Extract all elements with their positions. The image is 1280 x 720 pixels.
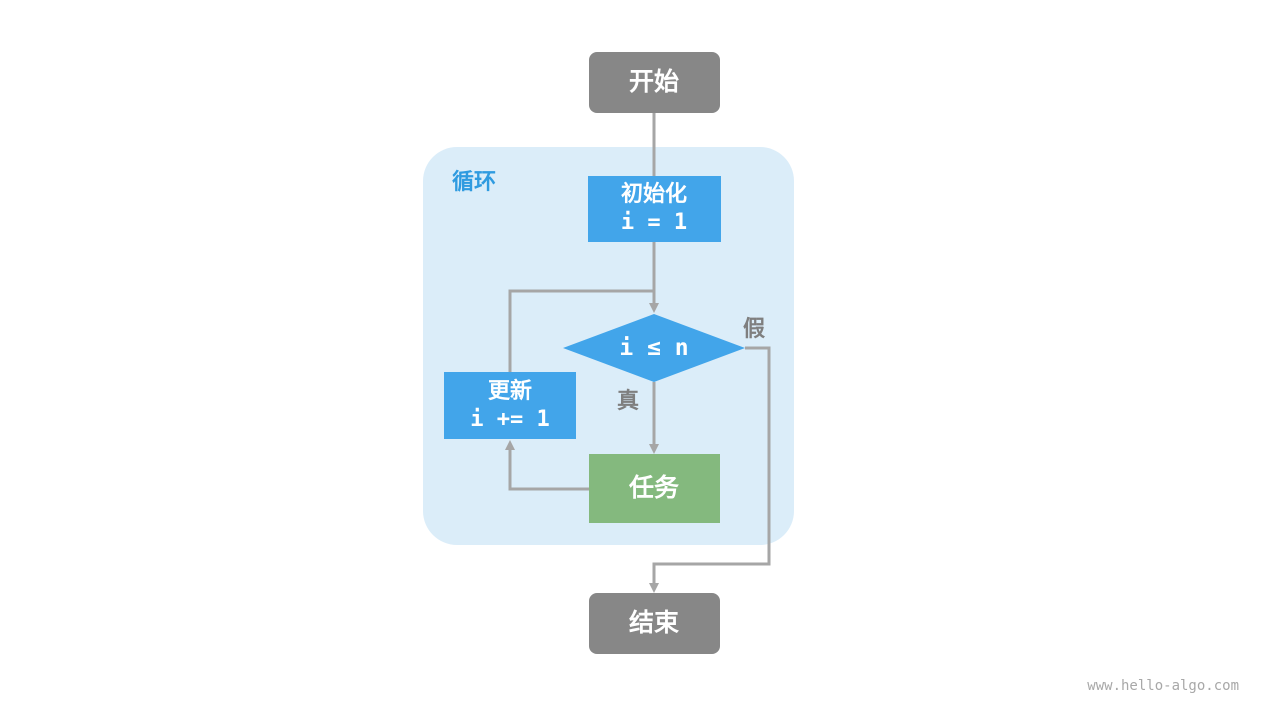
init-node-label-2: i = 1 [621, 210, 687, 235]
end-node-label: 结束 [629, 608, 680, 637]
end-node [589, 593, 720, 654]
start-node-label: 开始 [629, 67, 679, 96]
start-node [589, 52, 720, 113]
loop-label: 循环 [452, 169, 496, 195]
condition-node [563, 314, 745, 382]
edge-update-to-condition [508, 289, 654, 372]
update-node [444, 372, 576, 439]
init-node [588, 176, 721, 242]
update-node-label-2: i += 1 [470, 407, 549, 432]
false-label: 假 [743, 317, 765, 342]
watermark: www.hello-algo.com [1087, 678, 1239, 694]
init-node-label-1: 初始化 [621, 181, 687, 207]
edge-condition-to-end [649, 346, 771, 593]
condition-node-label: i ≤ n [619, 335, 688, 361]
task-node [589, 454, 720, 523]
task-node-label: 任务 [628, 473, 679, 502]
true-label: 真 [617, 388, 639, 414]
edge-task-to-update [505, 440, 590, 491]
update-node-label-1: 更新 [488, 378, 532, 404]
